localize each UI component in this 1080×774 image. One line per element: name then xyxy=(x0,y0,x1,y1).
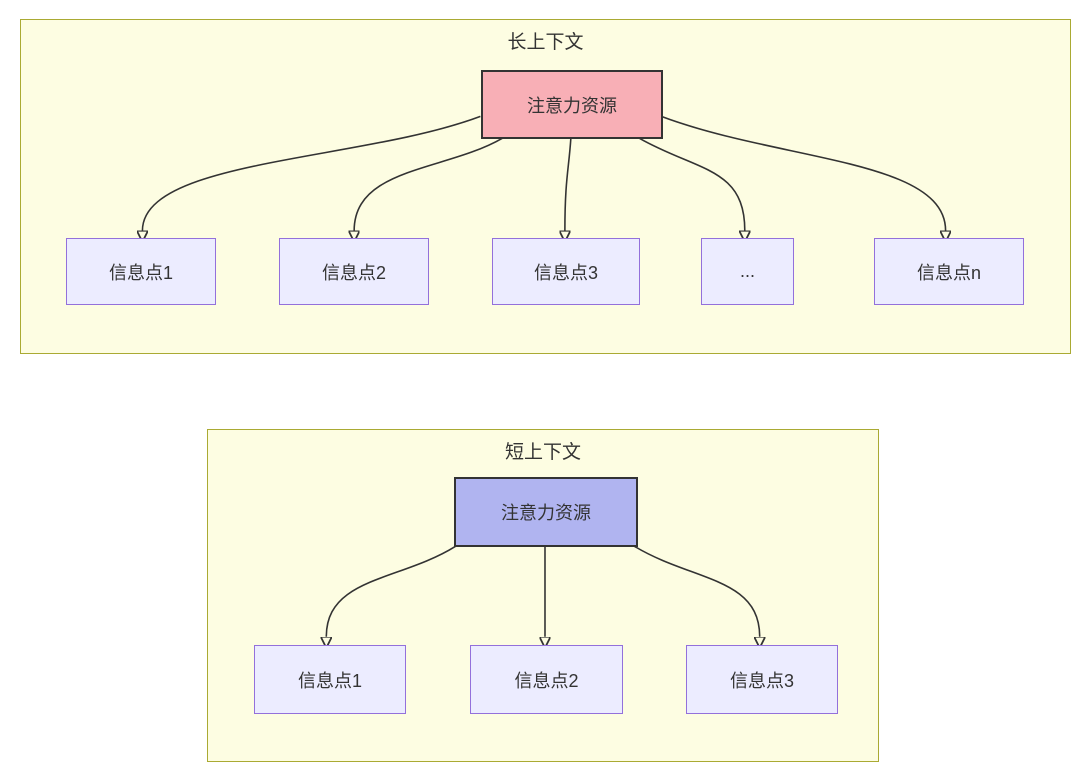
info-node-ellipsis-long: ... xyxy=(701,238,794,305)
panel-long-context: 长上下文 注意力资源 信息点1 信息点2 信息点3 ... 信息点n xyxy=(20,19,1071,354)
edge-attention-to-info1 xyxy=(142,115,481,230)
attention-resource-node-short: 注意力资源 xyxy=(454,477,638,547)
long-context-edges-layer xyxy=(21,115,1070,353)
edge-attention-to-ellipsis xyxy=(639,137,744,230)
short-context-edges-layer xyxy=(208,545,878,761)
edge-attention-to-info3 xyxy=(565,138,572,230)
attention-resource-node-long: 注意力资源 xyxy=(481,70,663,139)
info-node-3-long: 信息点3 xyxy=(492,238,640,305)
info-node-n-long: 信息点n xyxy=(874,238,1024,305)
info-node-2-long: 信息点2 xyxy=(279,238,429,305)
edge-attention-to-info3-short xyxy=(634,545,759,636)
edge-attention-to-infon xyxy=(661,115,945,230)
panel-short-context: 短上下文 注意力资源 信息点1 信息点2 信息点3 xyxy=(207,429,879,762)
info-node-1-short: 信息点1 xyxy=(254,645,406,714)
info-node-3-short: 信息点3 xyxy=(686,645,838,714)
info-node-2-short: 信息点2 xyxy=(470,645,623,714)
edge-attention-to-info2 xyxy=(354,137,503,230)
info-node-1-long: 信息点1 xyxy=(66,238,216,305)
edge-attention-to-info1-short xyxy=(326,545,456,636)
